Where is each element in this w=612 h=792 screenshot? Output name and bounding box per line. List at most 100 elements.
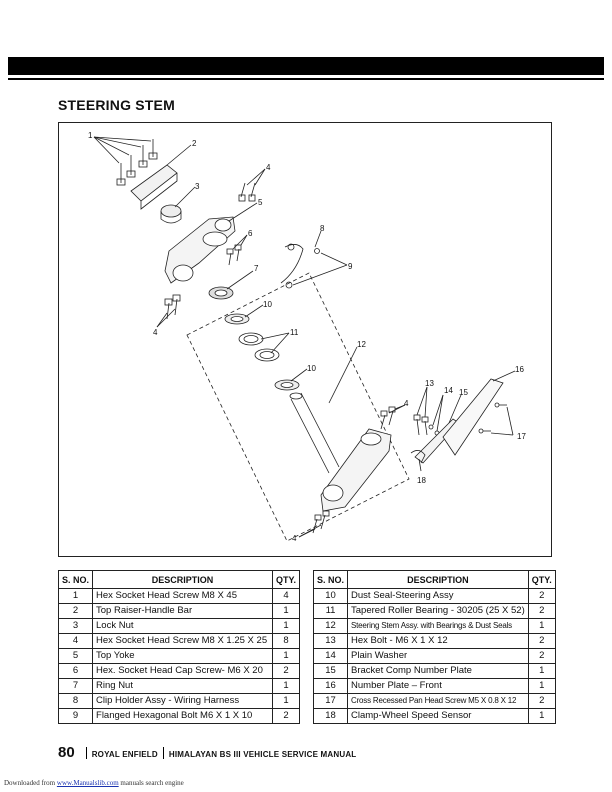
cell-qty: 1 (527, 618, 556, 634)
callout-4-bottom: 4 (292, 534, 297, 543)
download-prefix: Downloaded from (4, 779, 56, 787)
diagram-svg: 1 2 3 4 5 6 7 8 9 10 11 12 10 13 14 15 1… (88, 131, 526, 543)
cell-description: Steering Stem Assy. with Bearings & Dust… (347, 618, 529, 634)
cell-description: Clip Holder Assy - Wiring Harness (92, 693, 273, 709)
cell-qty: 1 (271, 603, 301, 619)
header-description: DESCRIPTION (92, 570, 273, 589)
cell-description: Top Yoke (92, 648, 273, 664)
callout-16: 16 (515, 365, 524, 374)
callout-7: 7 (254, 264, 259, 273)
cell-qty: 2 (527, 588, 556, 604)
cell-qty: 4 (271, 588, 301, 604)
cell-sno: 17 (312, 693, 349, 709)
table-header-row: S. NO. DESCRIPTION QTY. (312, 570, 556, 589)
callout-1: 1 (88, 131, 93, 140)
callout-11: 11 (290, 328, 299, 337)
callout-14: 14 (444, 386, 453, 395)
cell-qty: 1 (527, 663, 556, 679)
cell-sno: 12 (312, 618, 349, 634)
screw-set-1 (116, 139, 158, 186)
callout-4: 4 (266, 163, 271, 172)
exploded-diagram: 1 2 3 4 5 6 7 8 9 10 11 12 10 13 14 15 1… (58, 122, 552, 557)
cell-description: Dust Seal-Steering Assy (347, 588, 529, 604)
cell-sno: 7 (57, 678, 94, 694)
cell-sno: 18 (312, 708, 349, 724)
cell-qty: 2 (271, 708, 301, 724)
cell-sno: 6 (57, 663, 94, 679)
cell-qty: 2 (527, 603, 556, 619)
cell-sno: 9 (57, 708, 94, 724)
cell-sno: 10 (312, 588, 349, 604)
cell-description: Clamp-Wheel Speed Sensor (347, 708, 529, 724)
cell-qty: 1 (271, 618, 301, 634)
cell-sno: 11 (312, 603, 349, 619)
callout-13: 13 (425, 379, 434, 388)
cell-description: Hex Bolt - M6 X 1 X 12 (347, 633, 529, 649)
footer-separator (85, 746, 87, 759)
cell-description: Hex Socket Head Screw M8 X 1.25 X 25 (92, 633, 273, 649)
cell-description: Plain Washer (347, 648, 529, 664)
callout-10: 10 (263, 300, 272, 309)
callout-6: 6 (248, 229, 253, 238)
callout-9: 9 (348, 262, 353, 271)
cell-description: Cross Recessed Pan Head Screw M5 X 0.8 X… (347, 693, 529, 709)
download-suffix: manuals search engine (120, 779, 184, 787)
download-note: Downloaded from www.Manualslib.com manua… (4, 779, 184, 787)
footer-separator (162, 746, 164, 759)
callout-17: 17 (517, 432, 526, 441)
cell-sno: 14 (312, 648, 349, 664)
footer-manual-title: HIMALAYAN BS III VEHICLE SERVICE MANUAL (168, 750, 357, 759)
cell-sno: 3 (57, 618, 94, 634)
callout-12: 12 (357, 340, 366, 349)
cell-description: Flanged Hexagonal Bolt M6 X 1 X 10 (92, 708, 273, 724)
header-qty: QTY. (527, 570, 556, 589)
callout-5: 5 (258, 198, 263, 207)
cell-description: Bracket Comp Number Plate (347, 663, 529, 679)
cell-sno: 16 (312, 678, 349, 694)
callout-4-left: 4 (153, 328, 158, 337)
callout-10-lower: 10 (307, 364, 316, 373)
cell-qty: 2 (527, 693, 556, 709)
header-sno: S. NO. (57, 570, 94, 589)
table-header-row: S. NO. DESCRIPTION QTY. (57, 570, 301, 589)
cell-qty: 1 (271, 648, 301, 664)
header-qty: QTY. (271, 570, 301, 589)
callout-4-right: 4 (404, 399, 409, 408)
cell-qty: 2 (271, 663, 301, 679)
cell-sno: 15 (312, 663, 349, 679)
callout-8: 8 (320, 224, 325, 233)
cell-description: Number Plate – Front (347, 678, 529, 694)
callout-labels: 1 2 3 4 5 6 7 8 9 10 11 12 10 13 14 15 1… (88, 131, 526, 543)
cell-qty: 1 (527, 678, 556, 694)
cell-description: Lock Nut (92, 618, 273, 634)
footer-brand: ROYAL ENFIELD (91, 750, 158, 759)
header-sno: S. NO. (312, 570, 349, 589)
cell-qty: 1 (527, 708, 556, 724)
manualslib-link[interactable]: www.Manualslib.com (56, 779, 119, 787)
cell-sno: 8 (57, 693, 94, 709)
cell-description: Hex Socket Head Screw M8 X 45 (92, 588, 273, 604)
page-footer: 80 ROYAL ENFIELD HIMALAYAN BS III VEHICL… (58, 744, 356, 761)
cell-description: Hex. Socket Head Cap Screw- M6 X 20 (92, 663, 273, 679)
callout-18: 18 (417, 476, 426, 485)
cell-description: Tapered Roller Bearing - 30205 (25 X 52) (347, 603, 529, 619)
cell-qty: 2 (527, 633, 556, 649)
cell-sno: 1 (57, 588, 94, 604)
